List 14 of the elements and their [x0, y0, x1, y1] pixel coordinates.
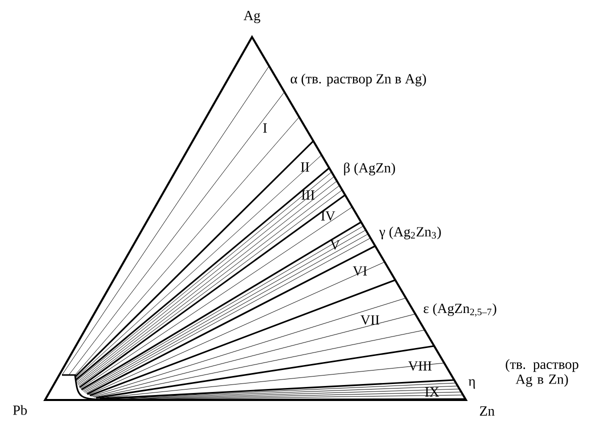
phase-label: η	[468, 379, 475, 389]
region-numeral: VI	[352, 266, 367, 276]
phase-label: β (AgZn)	[344, 162, 395, 176]
vertex-label: Zn	[480, 406, 495, 416]
region-numeral: I	[263, 123, 267, 133]
vertex-label: Pb	[13, 405, 27, 415]
region-numeral: IV	[321, 211, 336, 221]
phase-label: γ (Ag$_{2}$Zn$_{3}$)	[379, 226, 441, 240]
phase-label: (тв. раствор Ag в Zn)	[506, 359, 578, 387]
region-numeral: VII	[360, 315, 380, 325]
region-numeral: II	[300, 162, 310, 172]
phase-label: α (тв. раствор Zn в Ag)	[290, 74, 426, 86]
phase-label: ε (AgZn$_{2,5–7}$)	[424, 303, 496, 317]
vertex-label: Ag	[244, 10, 260, 24]
